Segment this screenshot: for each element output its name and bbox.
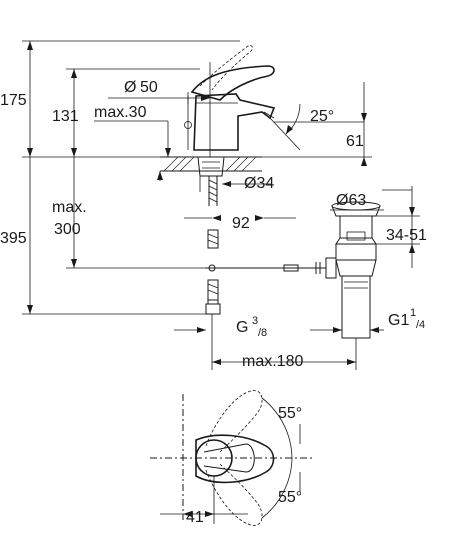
label-max30: max.30 bbox=[94, 104, 147, 121]
label-34-51: 34-51 bbox=[386, 227, 427, 244]
faucet-side-view bbox=[184, 45, 276, 157]
label-max: max. bbox=[52, 199, 87, 216]
label-max180: max.180 bbox=[242, 353, 303, 370]
deck-section bbox=[160, 156, 262, 177]
label-41: 41 bbox=[186, 509, 204, 526]
popup-linkage bbox=[205, 262, 326, 274]
label-55-degree-top: 55° bbox=[278, 405, 302, 422]
label-g38-subscript: /8 bbox=[258, 327, 267, 339]
label-300: 300 bbox=[54, 221, 81, 238]
label-g1-superscript: 1 bbox=[410, 307, 416, 319]
label-395: 395 bbox=[0, 230, 27, 247]
label-g1-subscript: /4 bbox=[416, 319, 425, 331]
label-g1-prefix: G1 bbox=[388, 312, 409, 329]
dimension-lines bbox=[22, 40, 420, 370]
label-175: 175 bbox=[0, 92, 27, 109]
label-92: 92 bbox=[232, 215, 250, 232]
label-diameter-63: Ø63 bbox=[336, 192, 366, 209]
label-61: 61 bbox=[346, 133, 364, 150]
label-g38-superscript: 3 bbox=[252, 315, 258, 327]
label-diameter-34: Ø34 bbox=[244, 175, 274, 192]
label-g-prefix: G bbox=[236, 319, 248, 336]
waste-assembly bbox=[325, 201, 381, 339]
label-diameter-symbol: Ø bbox=[124, 79, 136, 96]
label-131: 131 bbox=[52, 108, 79, 125]
faucet-top-view bbox=[150, 390, 314, 526]
supply-hoses bbox=[205, 176, 221, 315]
label-25-degree: 25° bbox=[310, 108, 334, 125]
label-50: 50 bbox=[140, 79, 158, 96]
label-55-degree-bottom: 55° bbox=[278, 489, 302, 506]
